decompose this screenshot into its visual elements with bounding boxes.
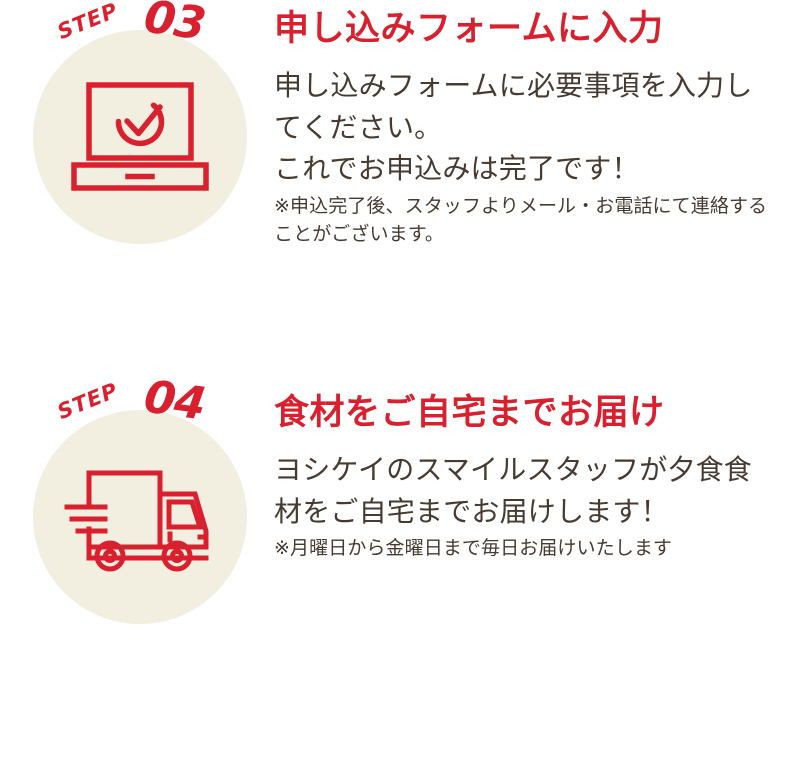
step-body: ヨシケイのスマイルスタッフが夕食食材をご自宅までお届けします！ bbox=[274, 454, 753, 527]
badge-circle bbox=[33, 410, 247, 624]
step-title: 申し込みフォームに入力 bbox=[274, 9, 664, 48]
laptop-check-icon bbox=[33, 30, 247, 244]
badge-circle bbox=[33, 30, 247, 244]
step-note: ※申込完了後、スタッフよりメール・お電話にて連絡することがございます。 bbox=[274, 195, 768, 246]
delivery-truck-icon bbox=[33, 410, 247, 624]
step-body: 申し込みフォームに必要事項を入力してください。 これでお申込みは完了です！ bbox=[274, 70, 753, 185]
step-note: ※月曜日から金曜日まで毎日お届けいたします bbox=[274, 538, 673, 560]
step-badge-04: STEP 04 bbox=[33, 370, 247, 624]
step-text-04: 食材をご自宅までお届け ヨシケイのスマイルスタッフが夕食食材をご自宅までお届けし… bbox=[274, 380, 774, 564]
step-badge-03: STEP 03 bbox=[33, 0, 247, 244]
step-text-03: 申し込みフォームに入力 申し込みフォームに必要事項を入力してください。 これでお… bbox=[274, 0, 774, 250]
step-title: 食材をご自宅までお届け bbox=[274, 393, 665, 432]
